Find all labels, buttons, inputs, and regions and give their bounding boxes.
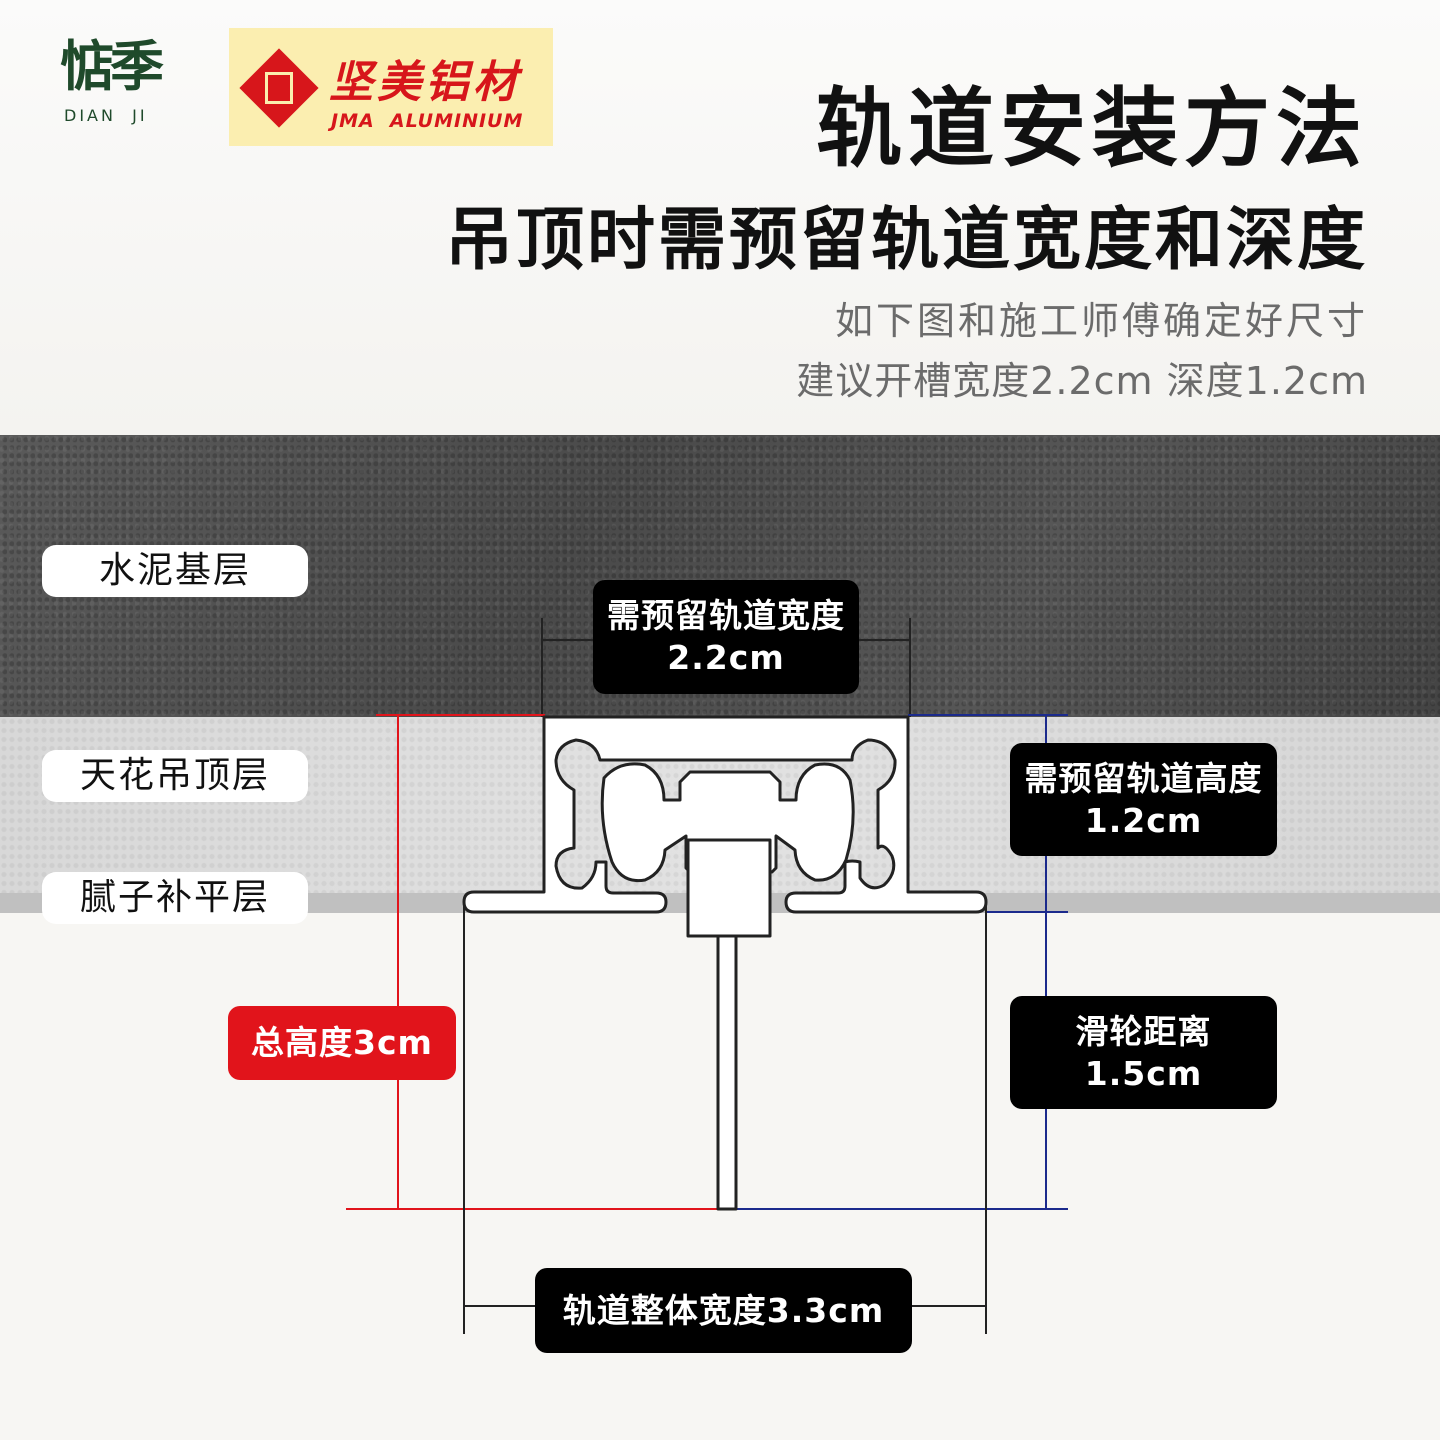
reserve-height-label: 需预留轨道高度 [1024,758,1263,798]
overall-width-label: 轨道整体宽度3.3cm [562,1290,885,1330]
dianji-logo: 惦季 DIAN JI [58,36,178,146]
reserve-width-value: 2.2cm [667,638,785,677]
layer-label-putty: 腻子补平层 [42,872,308,924]
jma-logo-cn: 坚美铝材 [329,57,521,108]
note-line-2: 建议开槽宽度2.2cm 深度1.2cm [796,359,1368,403]
page-subtitle: 吊顶时需预留轨道宽度和深度 [444,201,1368,280]
reserve-height-box: 需预留轨道高度 1.2cm [1010,743,1277,856]
reserve-height-value: 1.2cm [1084,800,1203,840]
reserve-width-box: 需预留轨道宽度 2.2cm [593,580,859,694]
total-height-box: 总高度3cm [228,1006,456,1080]
note-line-1: 如下图和施工师傅确定好尺寸 [834,299,1368,343]
track-inner-left-wheel [600,762,855,883]
layer-label-ceiling: 天花吊顶层 [42,750,308,802]
dianji-logo-mark: 惦季 [60,34,164,98]
jma-door-icon [265,72,293,104]
dianji-logo-sub: DIAN JI [64,106,148,125]
track-pulley-hanger [686,838,772,938]
pulley-distance-box: 滑轮距离 1.5cm [1010,996,1277,1109]
page-title: 轨道安装方法 [816,79,1368,179]
jma-logo: 坚美铝材 JMA ALUMINIUM [229,28,553,146]
jma-logo-en: JMA ALUMINIUM [331,110,524,132]
pulley-distance-label: 滑轮距离 [1075,1011,1212,1051]
track-rod [716,934,738,1211]
track-body [462,715,988,914]
track-profile [462,715,988,1211]
reserve-width-label: 需预留轨道宽度 [607,596,845,635]
layer-label-concrete: 水泥基层 [42,545,308,597]
pulley-distance-value: 1.5cm [1084,1053,1203,1093]
overall-width-box: 轨道整体宽度3.3cm [535,1268,912,1353]
